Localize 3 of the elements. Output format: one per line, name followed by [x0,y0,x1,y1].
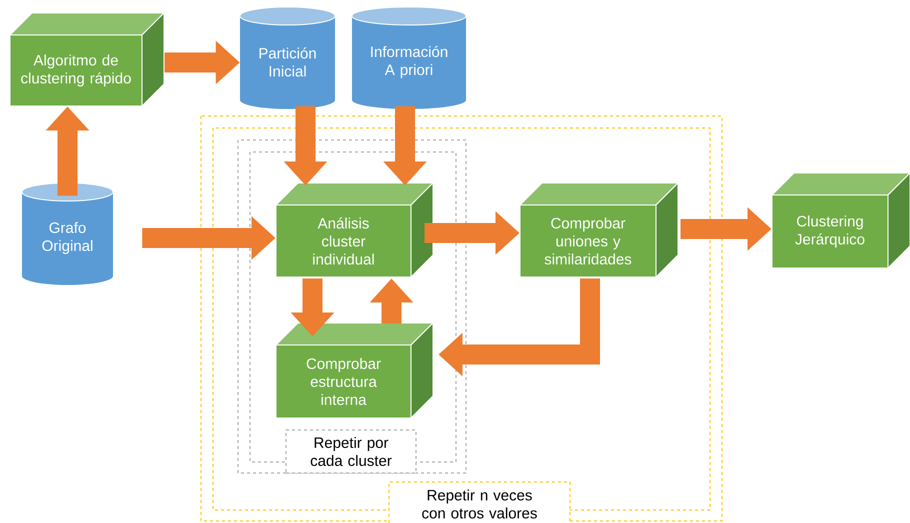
database-cylinder: Grafo Original [22,182,114,285]
database-cylinder: Información A priori [352,6,466,109]
database-cylinder: Partición Inicial [240,6,336,109]
